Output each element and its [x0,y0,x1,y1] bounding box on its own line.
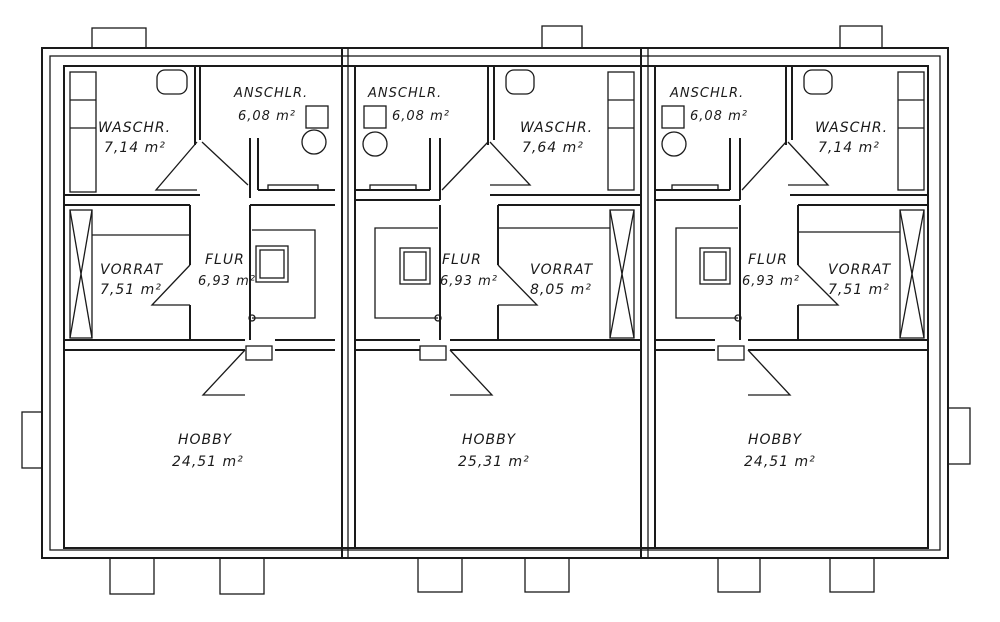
unit-1-labels: WASCHR. 7,14 m² ANSCHLR. 6,08 m² VORRAT … [98,86,308,470]
room-area-anschlr: 6,08 m² [238,109,296,124]
room-area-waschr: 7,64 m² [522,140,584,156]
room-label-flur: FLUR [442,252,482,268]
room-label-flur: FLUR [748,252,788,268]
room-area-waschr: 7,14 m² [104,140,166,156]
unit-3-labels: ANSCHLR. 6,08 m² WASCHR. 7,14 m² FLUR 6,… [669,86,892,470]
unit-2-walls [355,66,640,396]
room-area-hobby: 25,31 m² [458,454,530,470]
windows [21,25,971,595]
room-label-waschr: WASCHR. [520,120,593,136]
room-area-anschlr: 6,08 m² [392,109,450,124]
room-label-hobby: HOBBY [178,432,233,448]
room-area-vorrat: 8,05 m² [530,282,592,298]
room-label-anschlr: ANSCHLR. [233,86,308,101]
room-label-hobby: HOBBY [748,432,803,448]
unit-3-walls [655,66,928,396]
room-area-flur: 6,93 m² [742,274,800,289]
room-area-hobby: 24,51 m² [172,454,244,470]
unit-1-walls [64,66,335,396]
room-label-flur: FLUR [205,252,245,268]
room-area-flur: 6,93 m² [198,274,256,289]
room-label-waschr: WASCHR. [98,120,171,136]
unit-2-labels: ANSCHLR. 6,08 m² WASCHR. 7,64 m² FLUR 6,… [367,86,594,470]
unit-dividers [341,48,656,558]
room-label-anschlr: ANSCHLR. [669,86,744,101]
outer-walls [41,47,949,559]
room-area-waschr: 7,14 m² [818,140,880,156]
room-label-vorrat: VORRAT [530,262,594,278]
room-area-anschlr: 6,08 m² [690,109,748,124]
room-label-waschr: WASCHR. [815,120,888,136]
room-label-vorrat: VORRAT [100,262,164,278]
room-label-hobby: HOBBY [462,432,517,448]
room-area-vorrat: 7,51 m² [828,282,890,298]
room-label-vorrat: VORRAT [828,262,892,278]
room-area-flur: 6,93 m² [440,274,498,289]
room-area-vorrat: 7,51 m² [100,282,162,298]
room-area-hobby: 24,51 m² [744,454,816,470]
room-label-anschlr: ANSCHLR. [367,86,442,101]
